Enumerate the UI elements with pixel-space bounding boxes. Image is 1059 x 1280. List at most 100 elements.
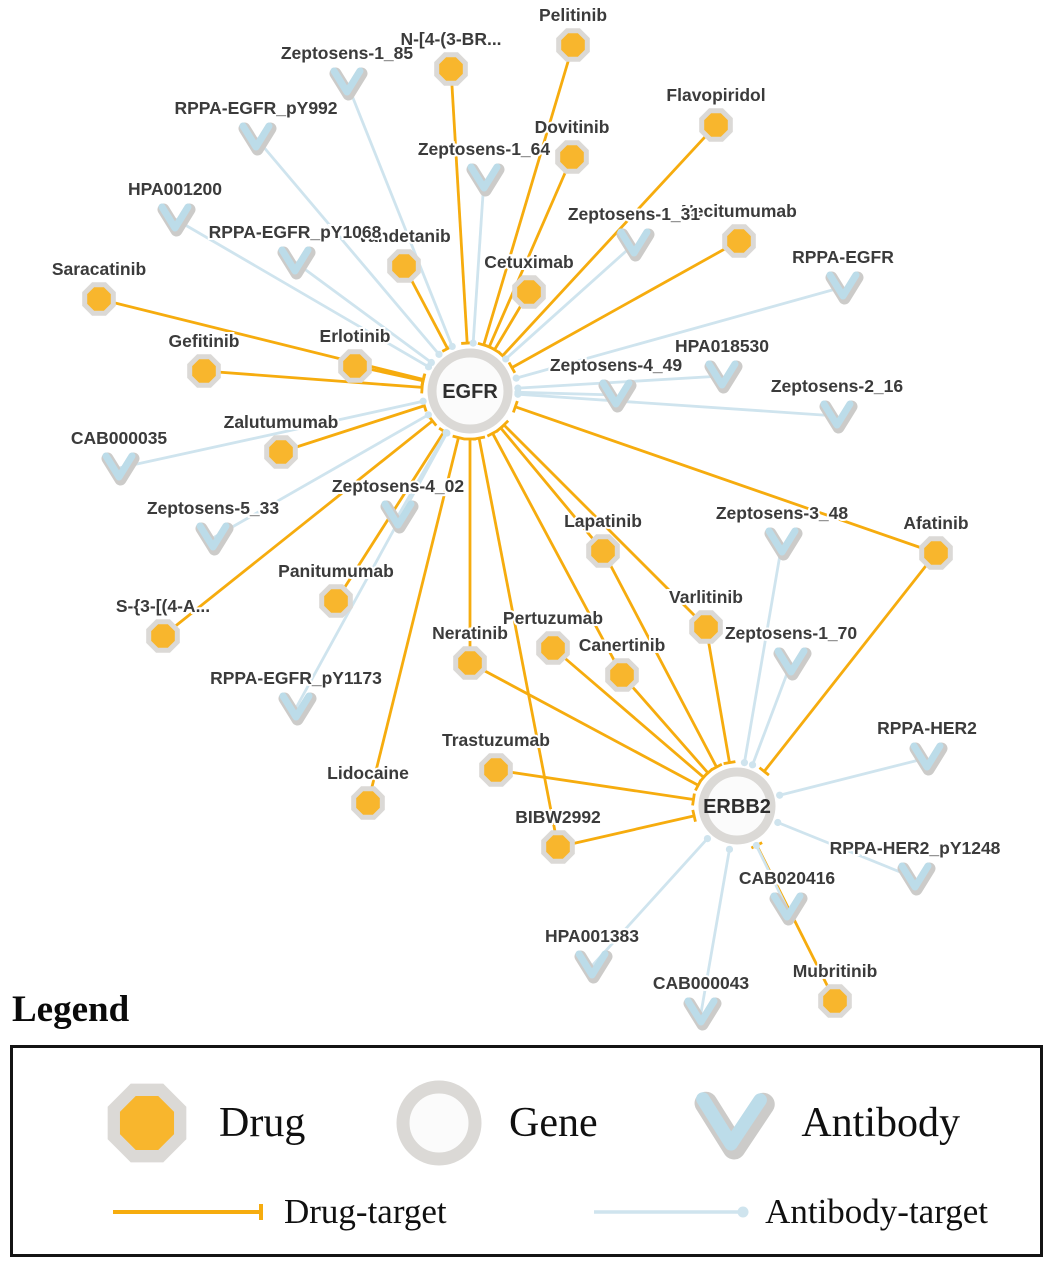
edge-flavopiridol-egfr <box>501 124 718 357</box>
legend-item-drug: Drug <box>95 1071 305 1175</box>
node-label-rppa_egfr: RPPA-EGFR <box>792 247 894 267</box>
edge-rppa_py992-egfr <box>254 137 441 356</box>
antibody-node-z1_31 <box>616 228 655 262</box>
antibody-chevron-icon <box>826 271 860 300</box>
drug-node-vandetanib <box>387 249 421 283</box>
node-label-pelitinib: Pelitinib <box>539 5 607 25</box>
drug-node-n43br <box>434 52 468 86</box>
edge-dot-z1_31-egfr <box>502 355 510 363</box>
edge-z1_70-erbb2 <box>751 662 793 766</box>
edge-dot-hpa001383-erbb2 <box>703 835 712 843</box>
edge-varlitinib-erbb2 <box>704 626 731 763</box>
antibody-node-rppa_her2 <box>909 742 948 776</box>
antibody-chevron-icon <box>239 122 273 151</box>
node-label-lapatinib: Lapatinib <box>564 511 642 531</box>
edge-rppa_py1068-egfr <box>294 260 433 364</box>
node-label-trastuzumab: Trastuzumab <box>442 730 550 750</box>
node-label-pertuzumab: Pertuzumab <box>503 608 603 628</box>
edge-tee-varlitinib-erbb2 <box>723 760 736 766</box>
antibody-chevron-icon <box>898 862 932 891</box>
antibody-node-z5_33 <box>195 522 234 556</box>
antibody-node-hpa001383 <box>574 950 613 984</box>
edge-cab000043-erbb2 <box>699 849 731 1014</box>
node-label-afatinib: Afatinib <box>903 513 968 533</box>
node-label-cab000043: CAB000043 <box>653 973 750 993</box>
edge-cab000035-egfr <box>118 399 424 470</box>
drug-node-gefitinib <box>187 354 221 388</box>
edge-tee-necitumumab-egfr <box>507 361 517 374</box>
antibody-chevron-icon <box>102 452 136 481</box>
antibody-node-hpa018530 <box>704 360 743 394</box>
antibody-node-rppa_py992 <box>238 122 277 156</box>
drug-node-dovitinib <box>555 140 589 174</box>
legend-box: Drug Gene Antibody <box>10 1045 1043 1257</box>
edge-z2_16-egfr <box>517 392 838 418</box>
node-label-z4_49: Zeptosens-4_49 <box>550 355 683 375</box>
edge-tee-neratinib-erbb2 <box>694 779 703 792</box>
node-label-z1_85: Zeptosens-1_85 <box>281 43 414 63</box>
edge-dot-z1_64-egfr <box>469 339 477 347</box>
node-label-z4_02: Zeptosens-4_02 <box>332 476 465 496</box>
edge-tee-bibw2992-egfr <box>472 435 486 441</box>
antibody-chevron-icon <box>278 246 312 275</box>
drug-node-lapatinib <box>586 534 620 568</box>
edge-dot-rppa_py992-egfr <box>435 350 443 358</box>
edge-rppa_egfr-egfr <box>515 285 844 380</box>
drug-node-necitumumab <box>722 224 756 258</box>
edge-lapatinib-erbb2 <box>601 550 718 768</box>
edge-tee-afatinib-erbb2 <box>758 766 770 777</box>
antibody-target-line-icon <box>594 1206 749 1218</box>
drug-target-line-icon <box>113 1204 263 1220</box>
node-label-gefitinib: Gefitinib <box>169 331 240 351</box>
edge-tee-lidocaine-egfr <box>452 434 465 441</box>
edge-dovitinib-egfr <box>487 156 574 348</box>
node-label-vandetanib: Vandetanib <box>357 226 450 246</box>
edge-hpa018530-egfr <box>517 374 723 390</box>
edge-dot-z3_48-erbb2 <box>740 759 749 767</box>
antibody-chevron-icon <box>770 892 804 921</box>
edge-tee-trastuzumab-erbb2 <box>691 793 696 806</box>
node-label-hpa001200: HPA001200 <box>128 179 222 199</box>
antibody-chevron-icon <box>381 500 415 529</box>
gene-node-erbb2 <box>698 767 776 845</box>
edge-zalutumumab-egfr <box>280 404 425 454</box>
node-label-bibw2992: BIBW2992 <box>515 807 601 827</box>
edge-tee-lapatinib-erbb2 <box>710 763 723 772</box>
antibody-node-cab020416 <box>769 892 808 926</box>
antibody-chevron-icon <box>196 522 230 551</box>
drug-node-trastuzumab <box>479 753 513 787</box>
drug-node-s34a <box>146 619 180 653</box>
edge-dot-rppa_egfr-egfr <box>512 374 520 382</box>
legend-gene-label: Gene <box>509 1100 598 1146</box>
antibody-node-rppa_egfr <box>825 271 864 305</box>
antibody-chevron-icon <box>575 950 609 979</box>
drug-node-flavopiridol <box>699 108 733 142</box>
edge-tee-varlitinib-egfr <box>498 419 510 431</box>
legend-item-drug-target: Drug-target <box>109 1192 447 1232</box>
edge-tee-canertinib-erbb2 <box>702 767 714 778</box>
node-label-necitumumab: Necitumumab <box>681 201 797 221</box>
edge-dot-z1_70-erbb2 <box>748 761 757 769</box>
edge-bibw2992-erbb2 <box>557 814 695 849</box>
node-label-erlotinib: Erlotinib <box>320 326 391 346</box>
edge-z1_85-egfr <box>345 82 454 347</box>
antibody-chevron-icon <box>684 997 718 1026</box>
node-label-hpa018530: HPA018530 <box>675 336 769 356</box>
edge-pertuzumab-erbb2 <box>552 646 705 779</box>
edge-trastuzumab-erbb2 <box>495 768 694 801</box>
antibody-node-z2_16 <box>819 400 858 434</box>
node-label-rppa_py992: RPPA-EGFR_pY992 <box>174 98 337 118</box>
antibody-chevron-icon <box>158 203 192 232</box>
antibody-node-z1_85 <box>329 67 368 101</box>
edge-afatinib-erbb2 <box>763 552 938 773</box>
drug-node-canertinib <box>605 658 639 692</box>
edge-lidocaine-egfr <box>366 437 460 804</box>
antibody-node-z1_64 <box>466 163 505 197</box>
node-label-z5_33: Zeptosens-5_33 <box>147 498 280 518</box>
edge-dot-rppa_her2_py1248-erbb2 <box>774 818 782 827</box>
node-label-z1_64: Zeptosens-1_64 <box>418 139 551 159</box>
drug-node-saracatinib <box>82 282 116 316</box>
edge-dot-cab000035-egfr <box>419 397 427 405</box>
legend-antibody-target-label: Antibody-target <box>765 1192 988 1231</box>
